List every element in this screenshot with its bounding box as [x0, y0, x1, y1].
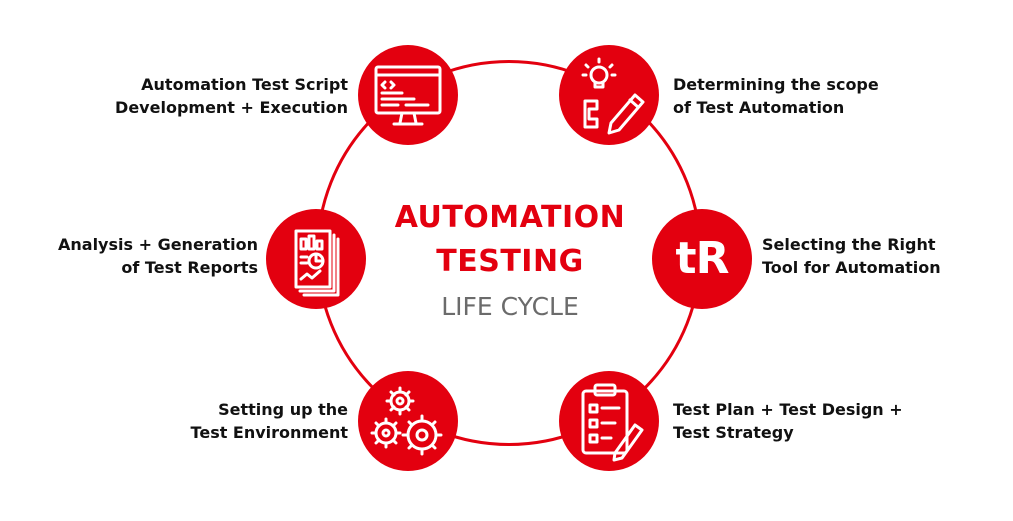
- tr-logo-icon: tR: [675, 233, 730, 284]
- step-environment-line2: Test Environment: [190, 423, 348, 442]
- step-tool-line1: Selecting the Right: [762, 235, 936, 254]
- center-title-line1: AUTOMATION: [394, 200, 626, 235]
- center-title-line2: TESTING: [436, 244, 584, 279]
- step-tool-label: Selecting the Right Tool for Automation: [762, 233, 941, 279]
- step-scripting-line1: Automation Test Script: [141, 75, 348, 94]
- lightbulb-pencil-icon: [581, 57, 645, 135]
- step-tool-node: tR: [652, 209, 752, 309]
- step-scope-line2: of Test Automation: [673, 98, 845, 117]
- step-environment-line1: Setting up the: [218, 400, 348, 419]
- step-reports-line2: of Test Reports: [121, 258, 258, 277]
- gears-icon: [370, 386, 443, 456]
- step-scope-label: Determining the scope of Test Automation: [673, 73, 879, 119]
- step-reports-label: Analysis + Generation of Test Reports: [58, 233, 258, 279]
- code-monitor-icon: [374, 65, 442, 126]
- step-scripting-node: [358, 45, 458, 145]
- center-subtitle: LIFE CYCLE: [441, 292, 579, 321]
- step-environment-node: [358, 371, 458, 471]
- step-scripting-line2: Development + Execution: [115, 98, 348, 117]
- report-chart-icon: [294, 229, 340, 297]
- step-tool-line2: Tool for Automation: [762, 258, 941, 277]
- step-scope-node: [559, 45, 659, 145]
- step-plan-label: Test Plan + Test Design + Test Strategy: [673, 398, 903, 444]
- step-reports-node: [266, 209, 366, 309]
- step-scripting-label: Automation Test Script Development + Exe…: [115, 73, 348, 119]
- step-environment-label: Setting up the Test Environment: [191, 398, 348, 444]
- clipboard-checklist-icon: [581, 383, 644, 462]
- step-plan-line2: Test Strategy: [673, 423, 794, 442]
- step-scope-line1: Determining the scope: [673, 75, 879, 94]
- step-reports-line1: Analysis + Generation: [58, 235, 258, 254]
- step-plan-node: [559, 371, 659, 471]
- step-plan-line1: Test Plan + Test Design +: [673, 400, 903, 419]
